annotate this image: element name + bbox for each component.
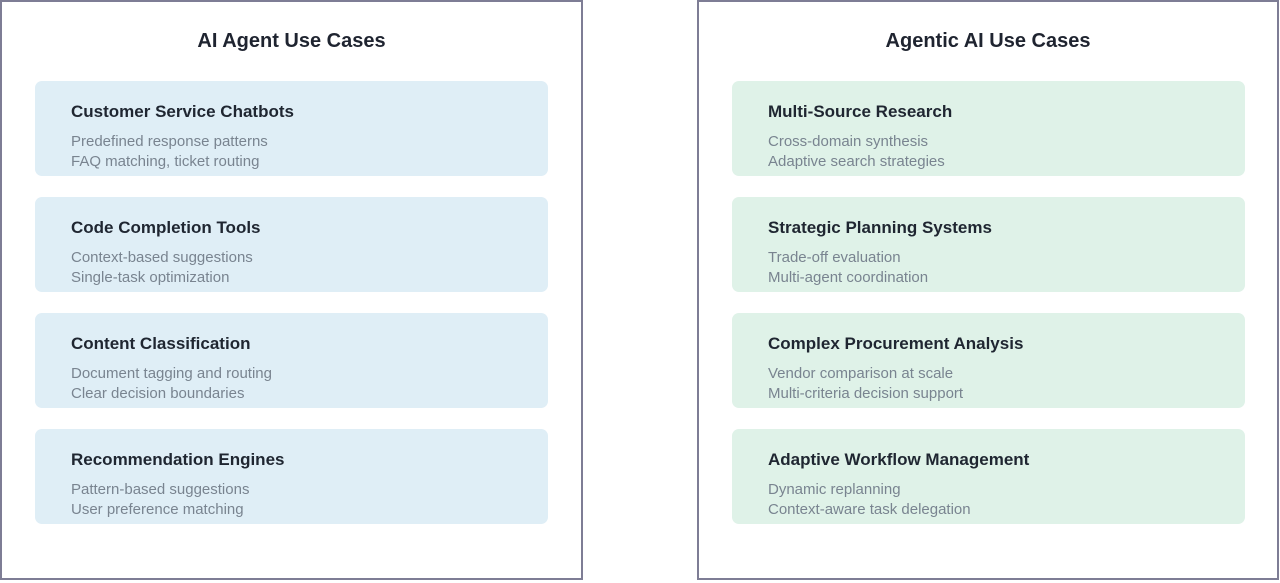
- use-case-card: Recommendation Engines Pattern-based sug…: [35, 429, 548, 524]
- card-detail: Cross-domain synthesis: [768, 133, 929, 150]
- card-detail: Single-task optimization: [71, 269, 230, 286]
- use-case-card: Multi-Source Research Cross-domain synth…: [732, 81, 1245, 176]
- card-detail: Multi-criteria decision support: [768, 385, 964, 402]
- card-detail: Vendor comparison at scale: [768, 365, 954, 382]
- agentic-ai-panel: Agentic AI Use Cases Multi-Source Resear…: [697, 0, 1279, 580]
- use-case-card: Content Classification Document tagging …: [35, 313, 548, 408]
- card-detail: Context-based suggestions: [71, 249, 253, 266]
- card-title: Adaptive Workflow Management: [768, 450, 1030, 469]
- card-title: Code Completion Tools: [71, 218, 261, 237]
- card-title: Strategic Planning Systems: [768, 218, 992, 237]
- card-detail: Multi-agent coordination: [768, 269, 929, 286]
- use-case-card: Strategic Planning Systems Trade-off eva…: [732, 197, 1245, 292]
- card-detail: Predefined response patterns: [71, 133, 268, 150]
- card-detail: Dynamic replanning: [768, 481, 901, 498]
- card-title: Customer Service Chatbots: [71, 102, 294, 121]
- card-title: Complex Procurement Analysis: [768, 334, 1024, 353]
- panel-title: AI Agent Use Cases: [197, 30, 386, 52]
- card-title: Multi-Source Research: [768, 102, 953, 121]
- card-detail: User preference matching: [71, 501, 244, 518]
- card-detail: Pattern-based suggestions: [71, 481, 250, 498]
- use-case-card: Code Completion Tools Context-based sugg…: [35, 197, 548, 292]
- panel-title: Agentic AI Use Cases: [885, 30, 1091, 52]
- ai-agent-panel: AI Agent Use Cases Customer Service Chat…: [0, 0, 583, 580]
- card-detail: Context-aware task delegation: [768, 501, 971, 518]
- use-case-card: Complex Procurement Analysis Vendor comp…: [732, 313, 1245, 408]
- card-detail: Adaptive search strategies: [768, 153, 945, 170]
- card-detail: Document tagging and routing: [71, 365, 272, 382]
- card-detail: FAQ matching, ticket routing: [71, 153, 260, 170]
- card-title: Content Classification: [71, 334, 251, 353]
- use-case-card: Adaptive Workflow Management Dynamic rep…: [732, 429, 1245, 524]
- card-detail: Trade-off evaluation: [768, 249, 901, 266]
- card-title: Recommendation Engines: [71, 450, 285, 469]
- card-detail: Clear decision boundaries: [71, 385, 245, 402]
- use-case-card: Customer Service Chatbots Predefined res…: [35, 81, 548, 176]
